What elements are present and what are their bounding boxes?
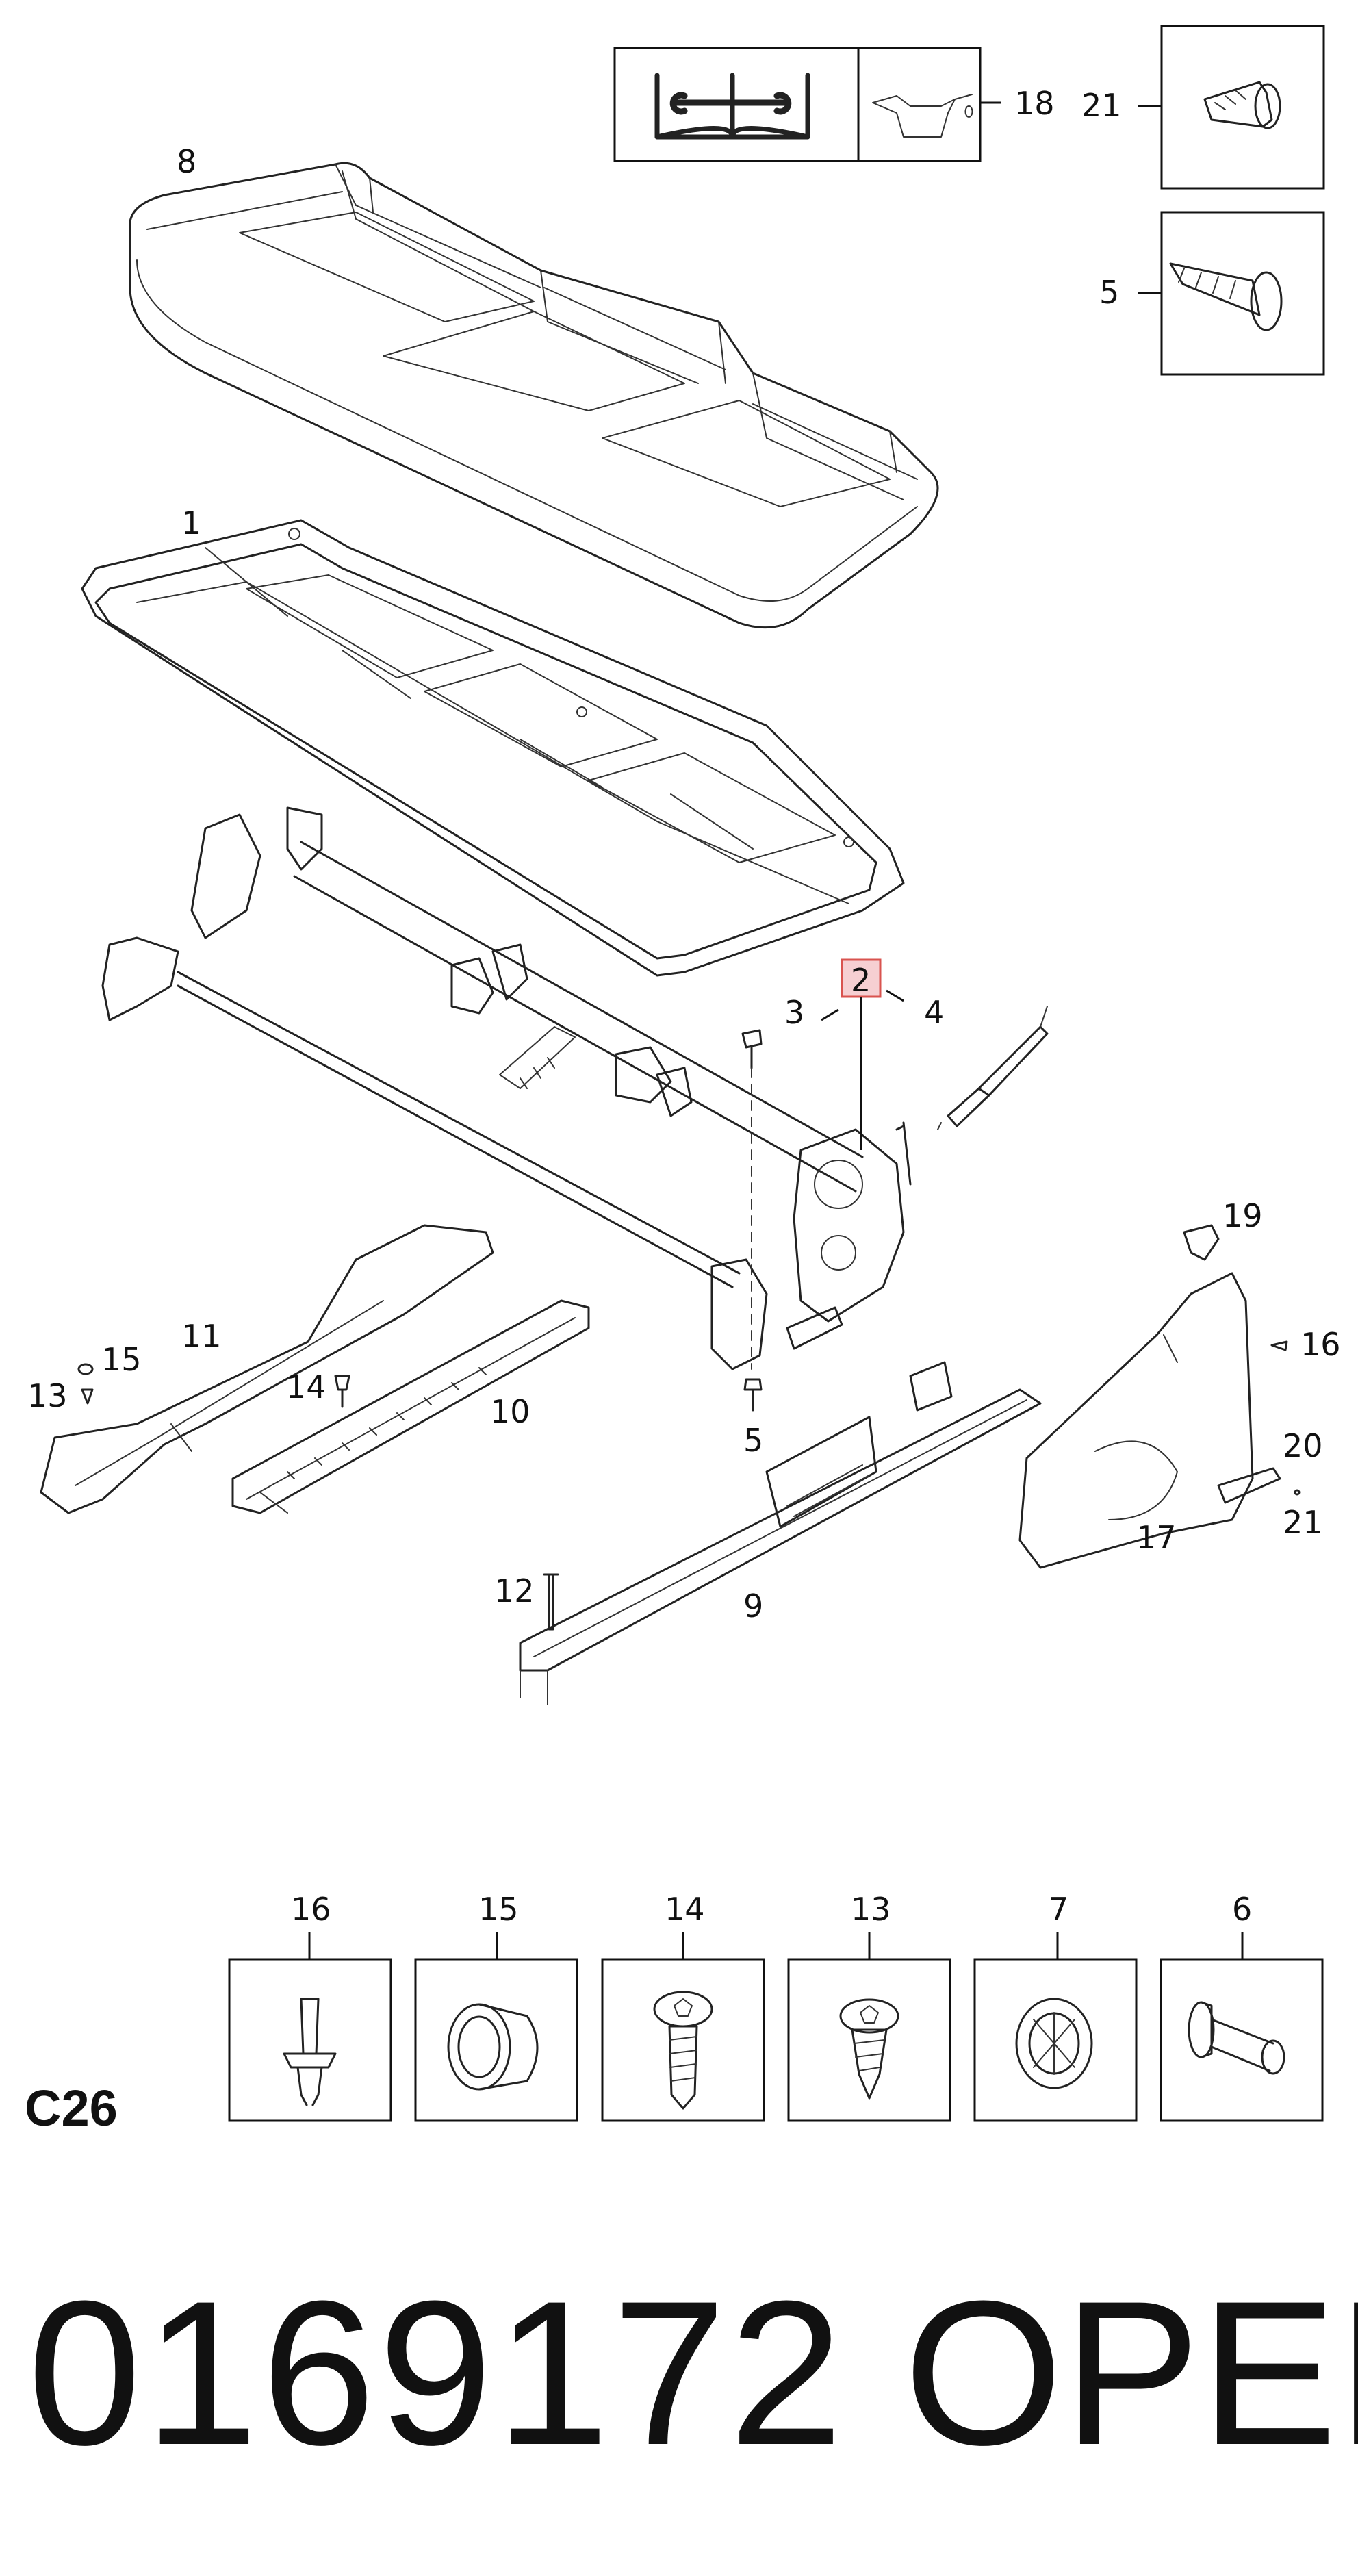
- fastener-13: 13: [787, 1891, 951, 2122]
- screw-box-21: 21: [1081, 25, 1325, 190]
- callout-16: 16: [1301, 1326, 1341, 1363]
- torx-tapping-screw-icon: [839, 1998, 899, 2100]
- spacer-sleeve-icon: [1188, 2001, 1285, 2075]
- clip-19: 19: [1183, 1197, 1263, 1261]
- torx-bolt-icon: [1203, 81, 1281, 129]
- fastener-15-label: 15: [478, 1891, 519, 1928]
- gas-strut: 4: [886, 989, 1049, 1130]
- callout-3: 3: [784, 994, 804, 1031]
- callout-4: 4: [924, 994, 944, 1031]
- fastener-14: 14: [601, 1891, 765, 2122]
- fastener-7: 7: [973, 1891, 1138, 2122]
- callout-20: 20: [1283, 1427, 1323, 1464]
- fastener-16-label: 16: [291, 1891, 331, 1928]
- callout-10: 10: [490, 1393, 530, 1430]
- callout-21-top: 21: [1081, 87, 1122, 124]
- callout-2: 2: [851, 962, 871, 999]
- callout-9: 9: [743, 1587, 763, 1624]
- handle-20: 20: [1217, 1427, 1323, 1504]
- tapping-screw-icon: [1169, 262, 1283, 331]
- seat-frame: 1: [81, 505, 905, 977]
- seat-cushion: 8: [129, 143, 939, 629]
- callout-5: 5: [743, 1422, 763, 1459]
- diagram-code: C26: [25, 2080, 118, 2137]
- screw-5: 5: [743, 1378, 763, 1459]
- push-rivet-icon: [283, 1998, 337, 2106]
- clip-nut-icon: [1015, 1998, 1093, 2089]
- callout-12: 12: [494, 1572, 535, 1609]
- callout-8: 8: [177, 143, 196, 180]
- oil-can-icon: [872, 94, 973, 138]
- fastener-6-label: 6: [1232, 1891, 1252, 1928]
- manual-lubricant-box: 18: [613, 47, 1055, 162]
- torx-screw-icon: [653, 1991, 713, 2110]
- part-number: 0169172: [27, 2258, 846, 2488]
- rail-cover-10: 10: [231, 1299, 590, 1514]
- callout-1: 1: [181, 505, 201, 541]
- fastener-7-label: 7: [1049, 1891, 1068, 1928]
- callout-13: 13: [27, 1377, 68, 1414]
- callout-19: 19: [1222, 1197, 1263, 1234]
- callout-14: 14: [286, 1368, 326, 1405]
- rivet-16-small: 16: [1270, 1326, 1341, 1363]
- callout-17: 17: [1136, 1519, 1177, 1556]
- seat-track: 9 12: [494, 1361, 1042, 1705]
- fastener-15: 15: [414, 1891, 578, 2122]
- rail-cover-11: 11: [40, 1224, 494, 1514]
- small-parts-13-14-15: 13 15 14: [27, 1341, 350, 1414]
- screw-21-small: 21: [1283, 1489, 1323, 1541]
- bolt-3: 3: [741, 994, 839, 1370]
- callout-11: 11: [181, 1318, 222, 1355]
- callout-21: 21: [1283, 1504, 1323, 1541]
- fastener-6: 6: [1160, 1891, 1324, 2122]
- fastener-16: 16: [228, 1891, 392, 2122]
- seat-base-assembly: 2: [101, 806, 912, 1370]
- callout-15: 15: [101, 1341, 142, 1378]
- fastener-14-label: 14: [665, 1891, 705, 1928]
- callout-18: 18: [1014, 85, 1055, 122]
- brand-name: OPEL: [904, 2258, 1358, 2488]
- callout-2-highlight: [841, 958, 882, 998]
- manual-book-icon: [654, 73, 810, 140]
- grommet-icon: [447, 2003, 539, 2091]
- side-trim-17: 17: [1018, 1272, 1254, 1569]
- fastener-13-label: 13: [851, 1891, 891, 1928]
- screw-box-5: 5: [1099, 211, 1325, 376]
- callout-5-top: 5: [1099, 274, 1119, 311]
- fastener-row: 16 15 14: [228, 1891, 1324, 2122]
